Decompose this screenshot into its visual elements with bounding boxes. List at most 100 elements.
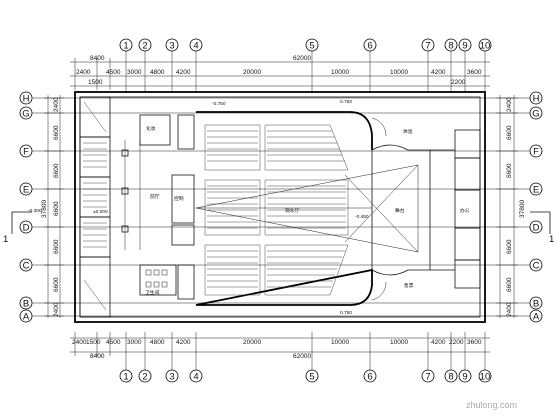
grid-bubbles-top: 1 2 3 4 5 6 7 8 9 10 [119, 38, 492, 52]
label-rest: 休息 [403, 128, 413, 135]
top-dim-3000: 3000 [127, 69, 142, 76]
door-arc-top [371, 117, 387, 137]
bottom-dim-8400: 8400 [90, 353, 105, 360]
toilet-block [139, 264, 177, 296]
grid-col-1-top: 1 [123, 41, 128, 52]
top-dim-1500: 1500 [88, 79, 103, 86]
right-dim-6600a: 6600 [506, 125, 513, 140]
left-dim-6600d: 6600 [53, 239, 60, 254]
top-dim-20000: 20000 [243, 69, 261, 76]
section-mark-left-label: 1 [3, 234, 8, 245]
top-dim-4200a: 4200 [176, 69, 191, 76]
left-dim-6600b: 6600 [53, 163, 60, 178]
top-dim-total: 62000 [293, 55, 311, 62]
room-right-5 [454, 259, 481, 289]
grid-row-c-left: C [23, 261, 30, 272]
watermark: zhulong.com [466, 400, 517, 410]
level-entrance: -0.300 [28, 208, 42, 214]
bottom-dim-total: 62000 [293, 353, 311, 360]
level-top-1: -0.750 [212, 101, 226, 107]
bottom-dim-3600: 3600 [467, 339, 482, 346]
grid-row-e-right: E [533, 185, 539, 196]
left-dim-6600c: 6600 [53, 201, 60, 216]
grid-row-g-left: G [22, 109, 29, 120]
grid-col-8-top: 8 [448, 41, 453, 52]
grid-row-g-right: G [532, 109, 539, 120]
bottom-dim-10000a: 10000 [331, 339, 349, 346]
grid-col-7-top: 7 [425, 41, 430, 52]
left-dim-6600a: 6600 [53, 125, 60, 140]
grid-col-10-top: 10 [480, 41, 491, 52]
grid-row-d-left: D [23, 223, 30, 234]
outer-wall [74, 91, 486, 323]
top-dim-4200b: 4200 [431, 69, 446, 76]
stair-top-left [177, 114, 195, 150]
grid-col-5-top: 5 [309, 41, 314, 52]
grid-col-9-top: 9 [462, 41, 467, 52]
left-dimension-texts: 37800 2400 6600 6600 6600 6600 6600 2400 [41, 97, 60, 317]
bottom-dim-10000b: 10000 [390, 339, 408, 346]
left-dim-total: 37800 [41, 200, 48, 218]
room-mid-left-b [171, 224, 195, 246]
grid-col-7-bottom: 7 [425, 372, 430, 383]
bottom-dimension-lines [70, 332, 490, 372]
level-lobby: ±0.000 [93, 209, 108, 215]
top-dim-2200: 2200 [451, 79, 466, 86]
grid-col-2-bottom: 2 [142, 372, 147, 383]
grid-col-9-bottom: 9 [462, 372, 467, 383]
label-ticket: 售票 [404, 282, 414, 289]
room-right-2 [454, 157, 481, 191]
right-dimension-texts: 2400 6600 6600 37800 6600 6600 2400 [506, 97, 526, 317]
left-dim-2400b: 2400 [53, 302, 60, 317]
grid-row-h-right: H [533, 94, 540, 105]
grid-col-6-top: 6 [367, 41, 372, 52]
bottom-dim-3000: 3000 [127, 339, 142, 346]
right-dim-total: 37800 [519, 200, 526, 218]
label-hall: 观众厅 [285, 208, 300, 214]
label-office: 办公 [460, 207, 470, 214]
top-dim-4800: 4800 [150, 69, 165, 76]
room-right-1 [454, 129, 481, 159]
auditorium-outline [195, 111, 373, 306]
grid-axis-lines [32, 97, 530, 317]
room-right-4 [454, 227, 481, 261]
grid-row-b-right: B [533, 299, 539, 310]
grid-bubbles-bottom: 1 2 3 4 5 6 7 8 9 10 [119, 369, 492, 383]
level-top-2: 0.750 [340, 99, 352, 105]
grid-row-f-right: F [533, 147, 539, 158]
entrance-stairs [79, 96, 111, 318]
seating-blocks [204, 124, 349, 296]
grid-col-6-bottom: 6 [367, 372, 372, 383]
right-dim-6600c: 6600 [506, 239, 513, 254]
door-arc-bottom [371, 281, 387, 301]
bottom-dim-2400: 2400 [72, 339, 87, 346]
section-mark-right-label: 1 [549, 234, 554, 245]
top-dim-8400: 8400 [90, 55, 105, 62]
bottom-dim-1500: 1500 [86, 339, 101, 346]
section-mark-left: 1 [3, 211, 32, 245]
grid-col-2-top: 2 [142, 41, 147, 52]
bottom-dim-2200: 2200 [449, 339, 464, 346]
seat-rows-middle [207, 185, 346, 229]
top-dim-4500: 4500 [106, 69, 121, 76]
sightlines [195, 164, 419, 253]
label-control: 控制 [174, 195, 184, 202]
label-stage: 舞台 [395, 207, 405, 214]
grid-row-h-left: H [23, 94, 30, 105]
grid-col-3-top: 3 [169, 41, 174, 52]
grid-col-1-bottom: 1 [123, 372, 128, 383]
grid-col-5-bottom: 5 [309, 372, 314, 383]
grid-row-b-left: B [23, 299, 29, 310]
seat-rows-upper [207, 130, 345, 162]
bottom-dim-4500: 4500 [106, 339, 121, 346]
left-dim-6600e: 6600 [53, 277, 60, 292]
grid-row-a-left: A [23, 312, 30, 323]
right-dim-2400a: 2400 [506, 97, 513, 112]
grid-row-d-right: D [533, 223, 540, 234]
section-mark-right: 1 [530, 211, 554, 245]
level-bottom: 0.750 [340, 310, 352, 316]
bottom-dim-20000: 20000 [243, 339, 261, 346]
bottom-dimension-texts: 2400 1500 4500 3000 4800 4200 20000 1000… [72, 339, 482, 360]
grid-bubbles-left: H G F E D C B A [19, 91, 33, 323]
toilet-fixtures [145, 269, 168, 288]
